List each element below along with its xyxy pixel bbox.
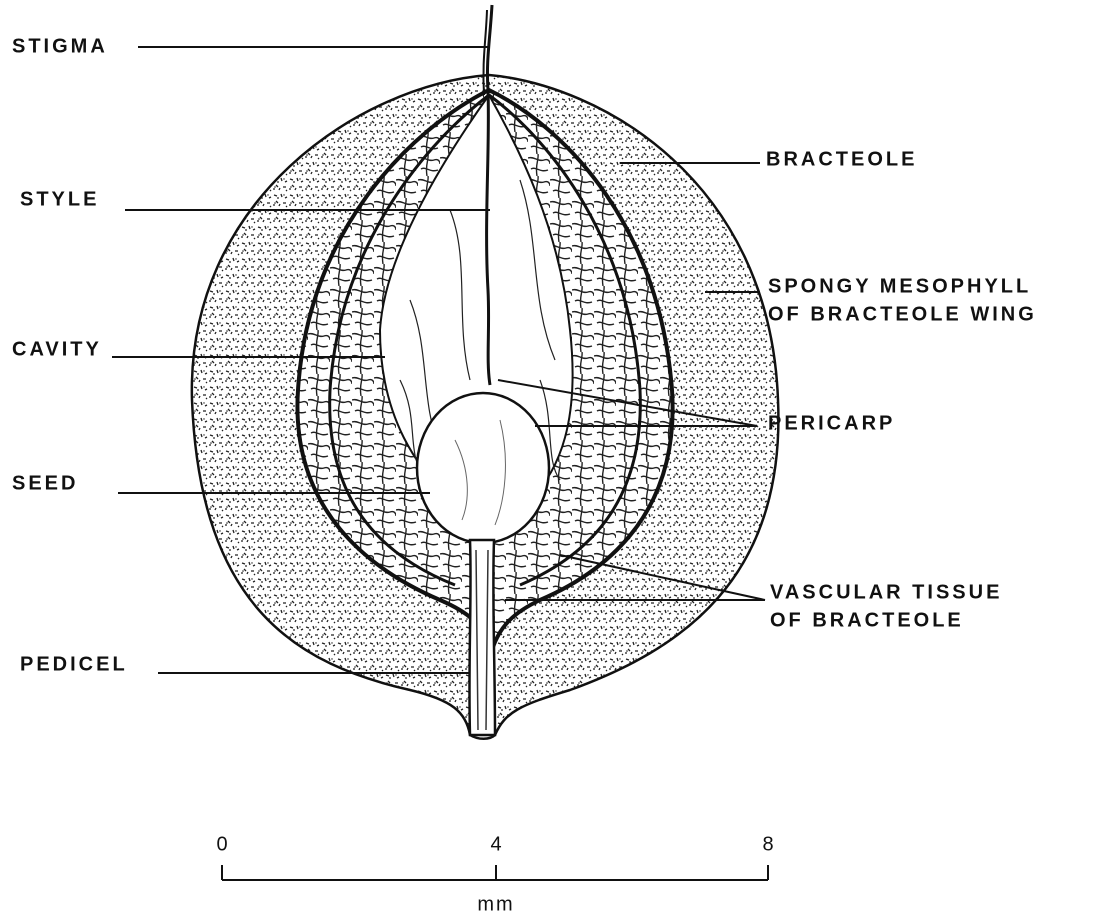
scale-tick-4: 4 (490, 833, 501, 855)
scale-tick-8: 8 (762, 833, 773, 855)
seed (417, 393, 549, 543)
label-style: STYLE (20, 188, 99, 210)
label-stigma: STIGMA (12, 35, 108, 57)
scale-tick-0: 0 (216, 833, 227, 855)
label-spongy-line2: OF BRACTEOLE WING (768, 303, 1037, 325)
label-vascular-line2: OF BRACTEOLE (770, 609, 964, 631)
label-pericarp: PERICARP (768, 412, 895, 434)
label-bracteole: BRACTEOLE (766, 148, 917, 170)
scale-bar: 0 4 8 mm (216, 833, 773, 915)
pedicel (469, 540, 495, 735)
scale-unit: mm (477, 893, 514, 915)
label-seed: SEED (12, 472, 78, 494)
label-pedicel: PEDICEL (20, 653, 128, 675)
label-vascular-line1: VASCULAR TISSUE (770, 581, 1002, 603)
label-spongy-line1: SPONGY MESOPHYLL (768, 275, 1031, 297)
label-cavity: CAVITY (12, 338, 102, 360)
